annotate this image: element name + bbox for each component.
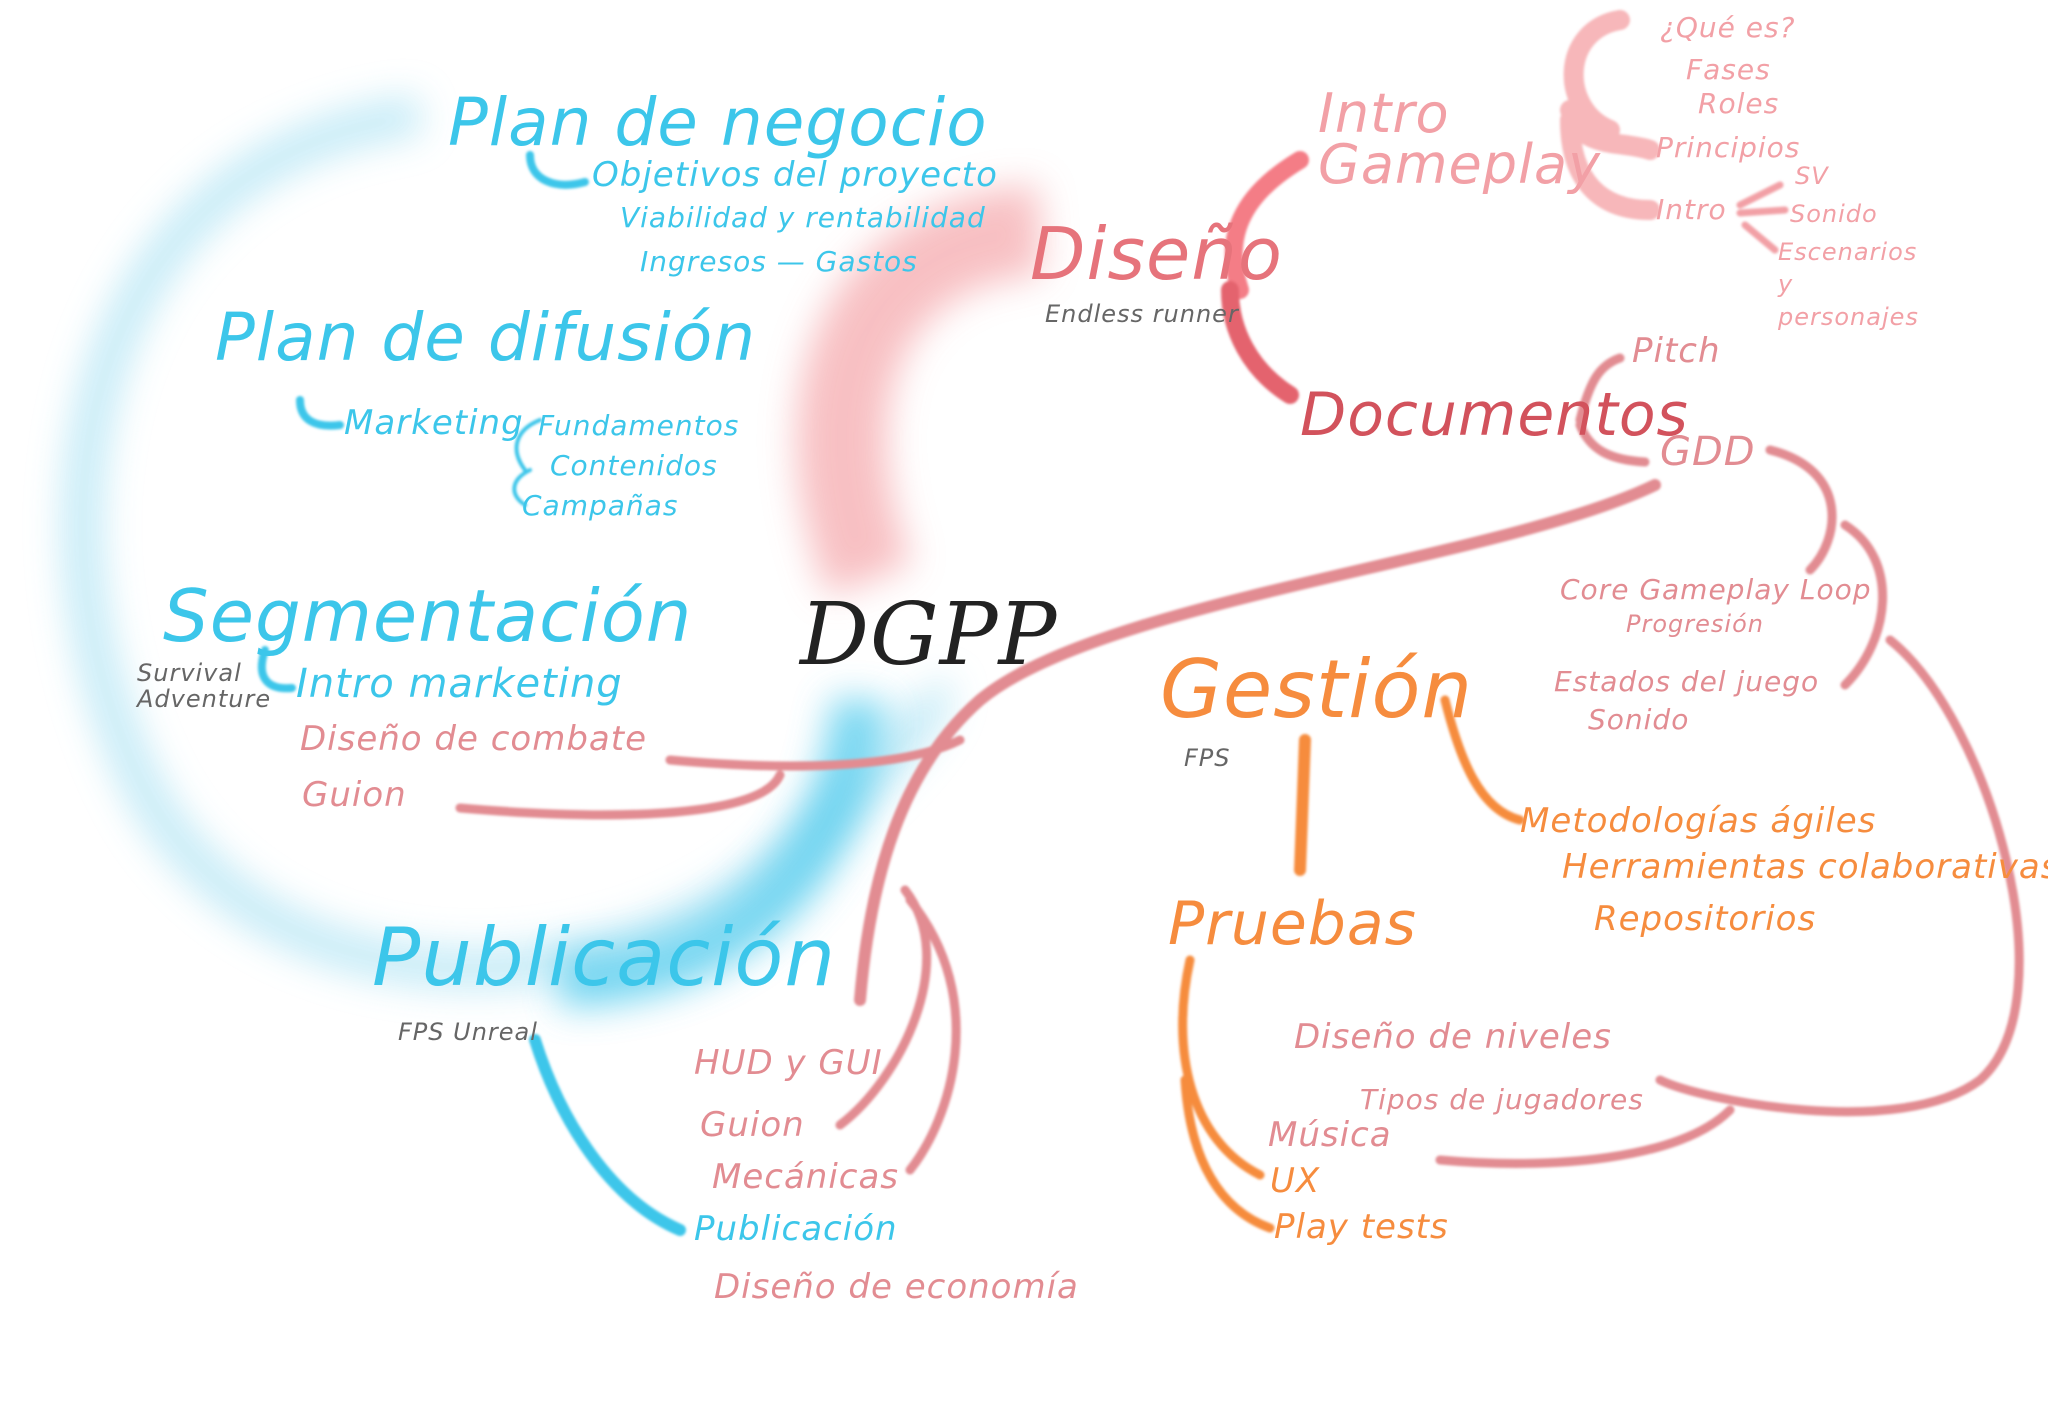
arrow-gestion-pruebas — [1294, 734, 1311, 876]
arrow-gameplay-branches — [1560, 10, 1660, 220]
arrow-diseno-documentos — [1221, 281, 1299, 404]
diseno-left-item: Guion — [302, 775, 407, 815]
diseno-left-item: Diseño de combate — [300, 719, 648, 759]
documentos-item-gdd: GDD — [1660, 429, 1756, 475]
intro-sub-item: Sonido — [1790, 200, 1878, 228]
intro-gameplay-item: Roles — [1698, 87, 1780, 120]
arrow-gdd-bottom — [854, 479, 1661, 1006]
arrow-pruebas-ux — [1178, 955, 1265, 1180]
diseno-bottom-item: Diseño de economía — [714, 1267, 1079, 1307]
arrow-diseno-intro — [1224, 151, 1309, 299]
arrow-negocio-objetivos — [526, 151, 589, 189]
intro-sub-item: SV — [1795, 162, 1829, 190]
pruebas-item: Play tests — [1274, 1207, 1449, 1247]
arrow-difusion-marketing — [296, 396, 344, 430]
segmentacion-item: Intro marketing — [296, 661, 623, 707]
segmentacion-note: Survival Adventure — [137, 659, 272, 714]
arrow-dgpp-combate — [665, 735, 965, 771]
plan-negocio-item: Ingresos — Gastos — [640, 245, 918, 278]
marketing-brace — [512, 418, 542, 507]
arrow-publicacion-sub — [529, 1034, 686, 1236]
arrow-gdd-estados — [1840, 520, 1888, 690]
documentos-title: Documentos — [1300, 380, 1689, 450]
intro-gameplay-item: Fases — [1686, 53, 1771, 86]
gestion-item: Herramientas colaborativas — [1562, 847, 2048, 887]
pruebas-title: Pruebas — [1168, 889, 1417, 959]
gdd-item: Core Gameplay Loop — [1560, 573, 1872, 606]
publicacion-title: Publicación — [372, 911, 837, 1004]
diseno-bottom-item: Guion — [700, 1105, 805, 1145]
center-node-dgpp: DGPP — [800, 585, 1058, 685]
arrow-tipos-musica — [1435, 1105, 1735, 1168]
gestion-item: Repositorios — [1594, 899, 1817, 939]
arrow-documentos-pitch — [1575, 353, 1625, 425]
pruebas-item: Música — [1268, 1115, 1392, 1155]
difusion-item: Fundamentos — [538, 409, 740, 442]
publicacion-note: FPS Unreal — [398, 1018, 538, 1046]
gdd-item: Estados del juego — [1554, 665, 1820, 698]
diseno-bottom-item: Publicación — [694, 1209, 898, 1249]
arrow-hud-guion — [835, 885, 932, 1130]
gestion-note: FPS — [1184, 744, 1231, 772]
difusion-item: Campañas — [522, 489, 679, 522]
diseno-bottom-item: HUD y GUI — [694, 1043, 883, 1083]
intro-sub-lines — [1736, 181, 1789, 254]
gestion-item: Metodologías ágiles — [1520, 801, 1877, 841]
arrow-hud-mecanicas — [905, 895, 961, 1175]
diseno-note: Endless runner — [1045, 300, 1239, 328]
intro-sub-item: Escenarios y personajes — [1778, 238, 1919, 331]
pruebas-item: Diseño de niveles — [1294, 1017, 1612, 1057]
intro-gameplay-item: Principios — [1656, 131, 1801, 164]
diseno-title: Diseño — [1030, 212, 1283, 296]
arrow-documentos-gdd — [1575, 420, 1650, 467]
plan-negocio-item: Objetivos del proyecto — [592, 155, 998, 195]
intro-gameplay-item: ¿Qué es? — [1660, 11, 1796, 44]
arrow-pruebas-playtests — [1180, 1075, 1275, 1233]
arrow-dgpp-guion — [455, 770, 785, 820]
plan-difusion-title: Plan de difusión — [215, 299, 757, 376]
gdd-item: Progresión — [1626, 610, 1764, 638]
intro-gameplay-title: Intro Gameplay — [1318, 82, 1602, 197]
documentos-item-pitch: Pitch — [1632, 331, 1721, 371]
pruebas-item: Tipos de jugadores — [1360, 1083, 1644, 1116]
difusion-item: Contenidos — [550, 449, 718, 482]
arrow-gdd-core — [1765, 445, 1837, 575]
pruebas-item: UX — [1270, 1161, 1321, 1201]
segmentacion-title: Segmentación — [163, 574, 693, 658]
arrow-gestion-metodologias — [1440, 695, 1525, 825]
marketing-label: Marketing — [344, 403, 524, 443]
blue-halo-inner — [559, 697, 888, 1008]
gestion-title: Gestión — [1160, 643, 1474, 736]
arrow-segmentacion-intro — [257, 646, 296, 693]
diseno-bottom-item: Mecánicas — [712, 1157, 900, 1197]
plan-negocio-item: Viabilidad y rentabilidad — [620, 201, 986, 234]
pink-halo — [796, 185, 1044, 597]
gdd-item: Sonido — [1588, 703, 1690, 736]
plan-negocio-title: Plan de negocio — [448, 84, 988, 161]
intro-gameplay-item: Intro — [1656, 193, 1727, 226]
arrow-gdd-loop — [1655, 635, 2024, 1117]
